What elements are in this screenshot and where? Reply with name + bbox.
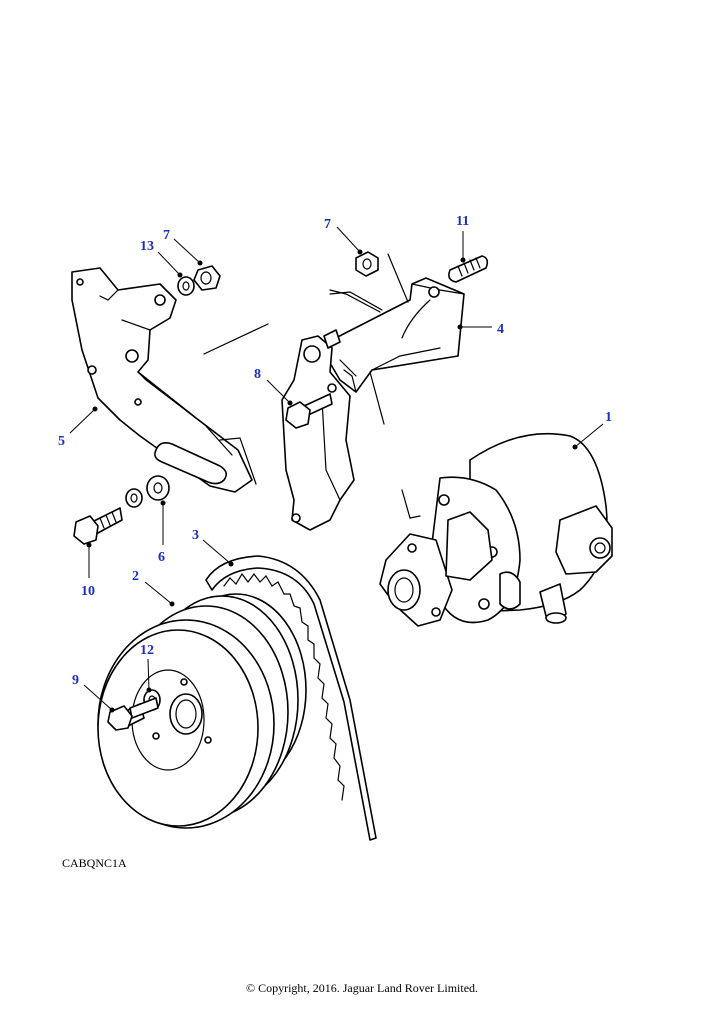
part-7-nut-upper-left — [193, 265, 221, 291]
part-13-washer-upper — [177, 276, 195, 296]
callout-4: 4 — [497, 322, 504, 337]
callout-11: 11 — [456, 214, 469, 229]
callout-7-right: 7 — [324, 217, 331, 232]
part-5-bracket — [71, 267, 257, 493]
part-8-bolt — [285, 393, 333, 429]
part-10-bolt — [73, 507, 123, 545]
leader-lines — [69, 226, 604, 713]
callout-2: 2 — [132, 569, 139, 584]
part-2-pulley — [97, 593, 307, 829]
part-3-drive-belt — [205, 555, 377, 841]
callout-3: 3 — [192, 528, 199, 543]
callout-1: 1 — [605, 410, 612, 425]
part-8-adjuster-plate — [281, 329, 357, 531]
part-7-nut-upper-right — [355, 251, 379, 277]
callout-6: 6 — [158, 550, 165, 565]
part-11-stud — [448, 255, 489, 283]
drawing-code: CABQNC1A — [62, 856, 127, 870]
part-1-steering-pump — [379, 433, 613, 627]
part-lock-washer — [125, 488, 143, 508]
copyright-notice: © Copyright, 2016. Jaguar Land Rover Lim… — [245, 981, 479, 995]
callout-10: 10 — [81, 584, 95, 599]
part-6-washer — [146, 475, 170, 501]
callout-5: 5 — [58, 434, 65, 449]
callout-8: 8 — [254, 367, 261, 382]
part-9-bolt — [107, 697, 159, 731]
callout-12: 12 — [140, 643, 154, 658]
callout-9: 9 — [72, 673, 79, 688]
callout-13: 13 — [140, 239, 154, 254]
callout-7-left: 7 — [163, 228, 170, 243]
